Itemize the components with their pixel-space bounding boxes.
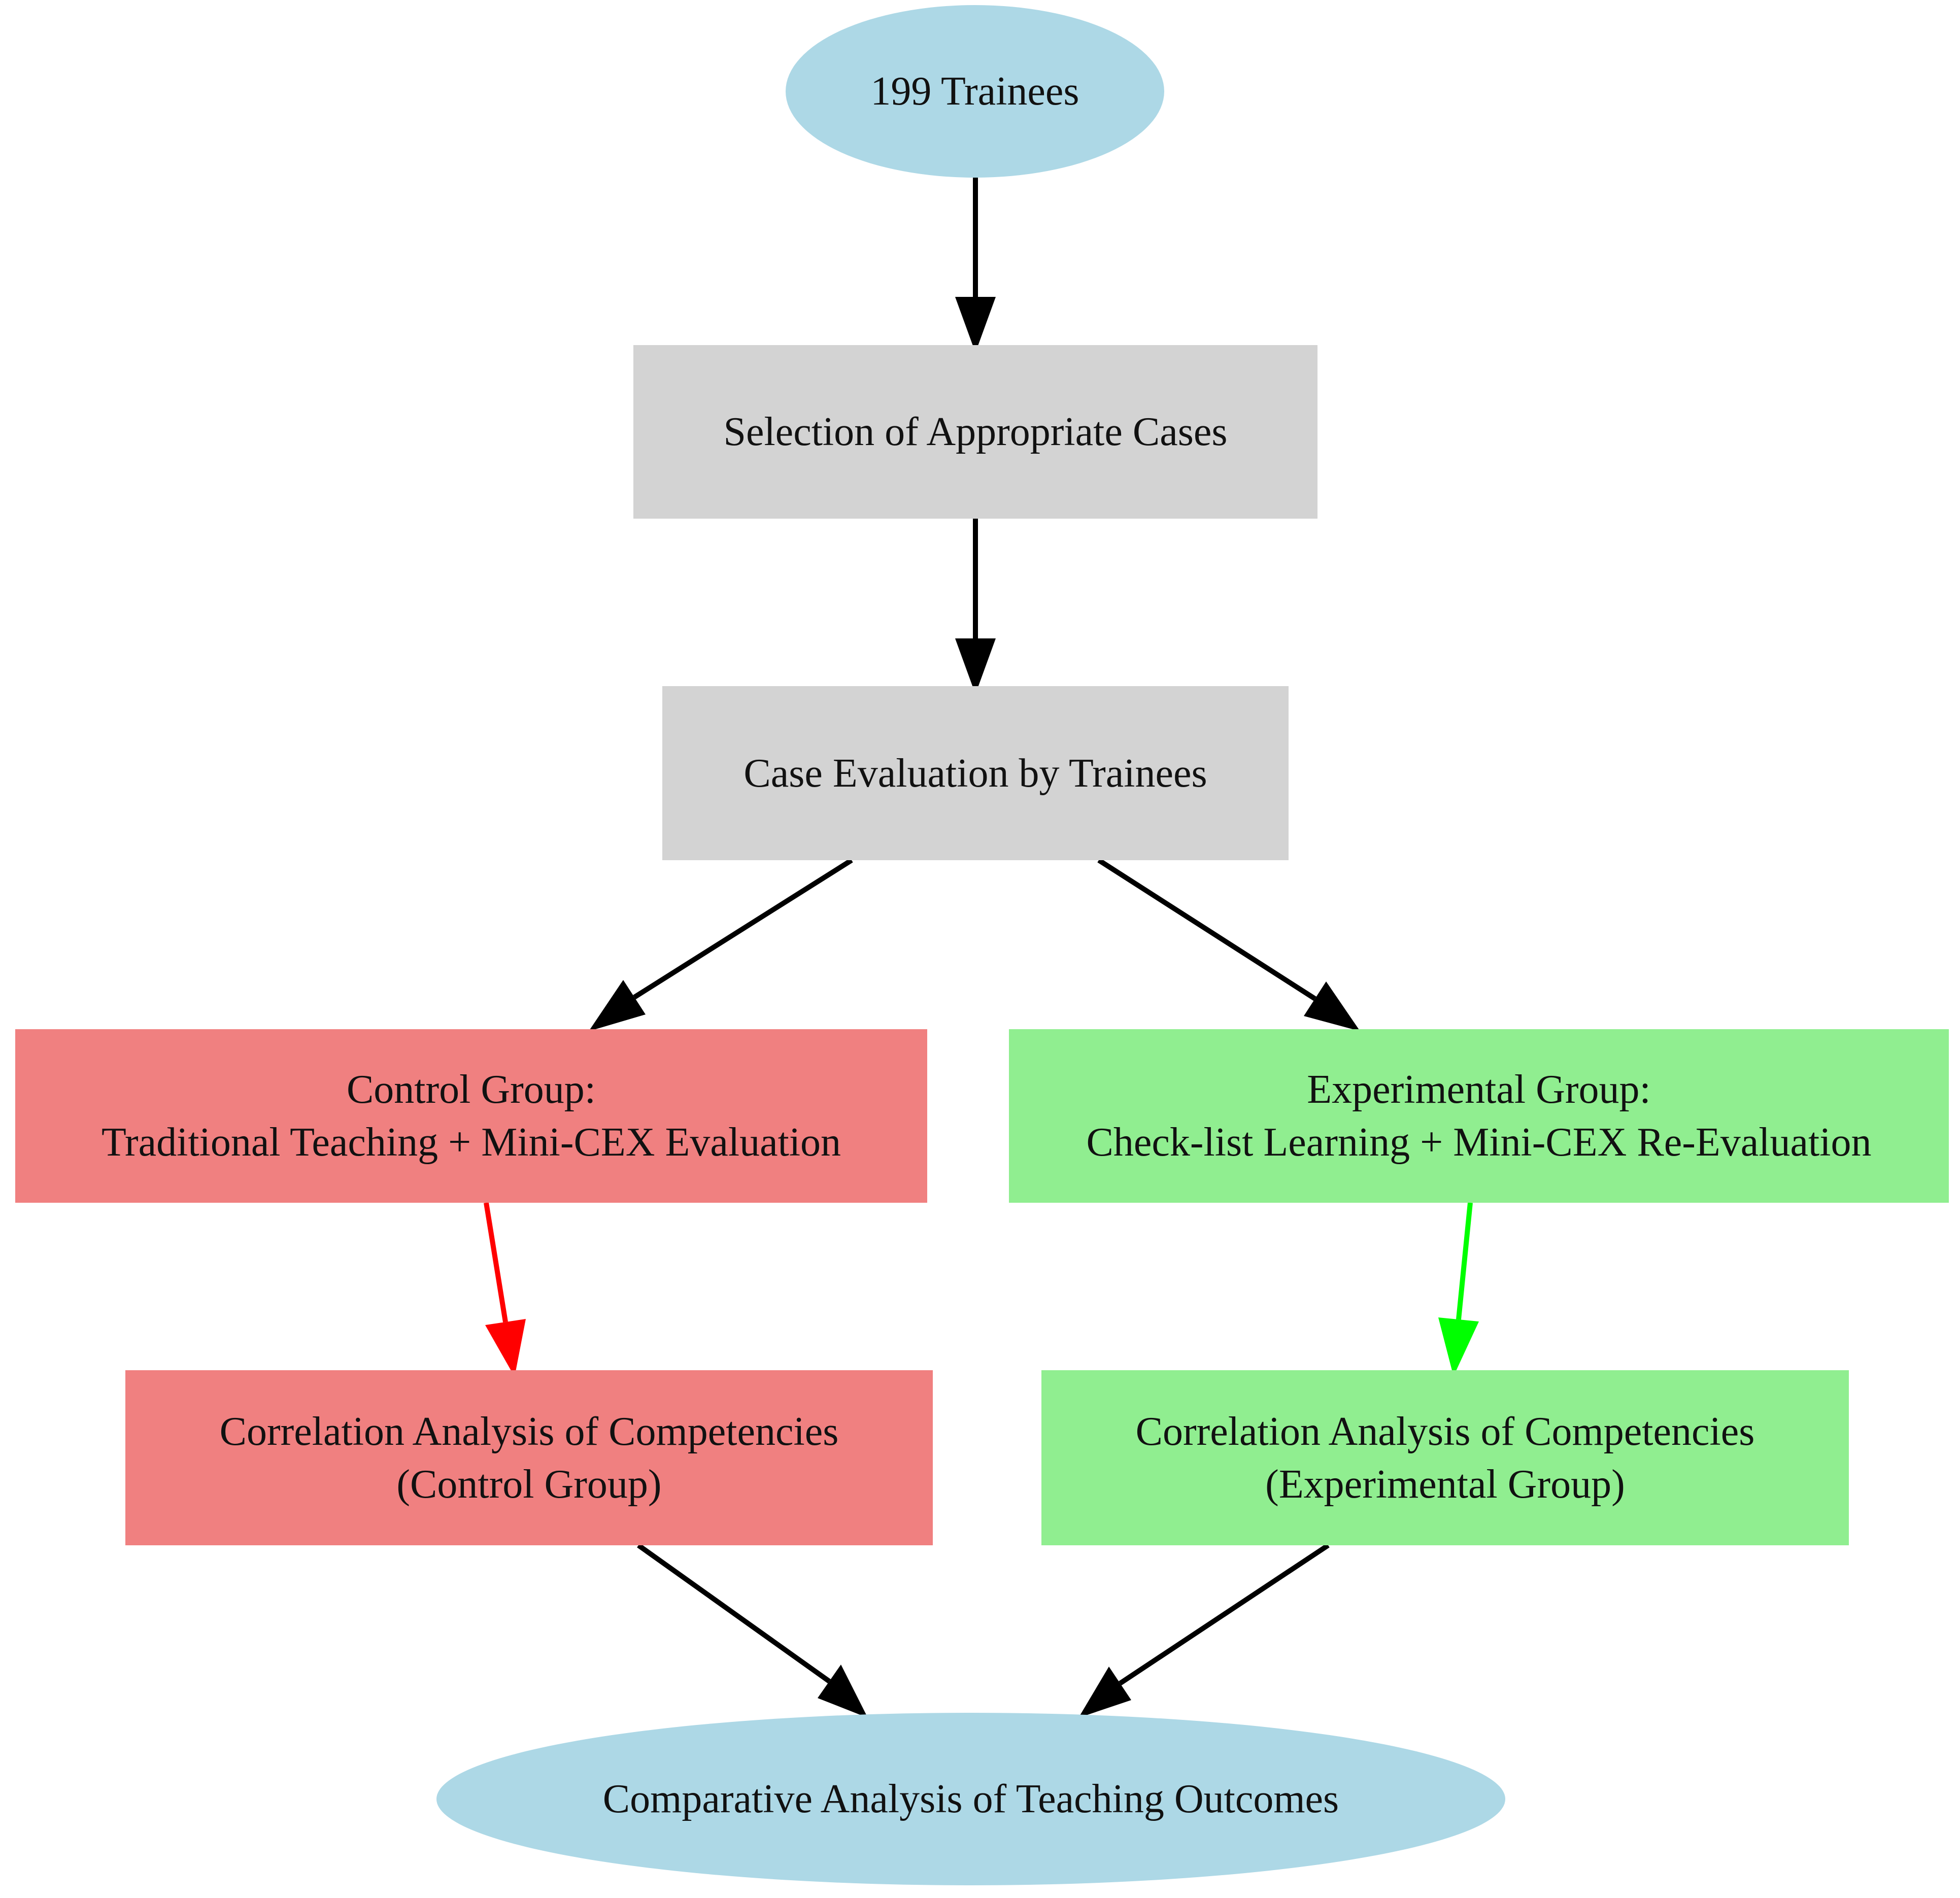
node-control-group-method: Traditional Teaching + Mini-CEX Evaluati… — [101, 1120, 841, 1165]
node-case-evaluation: Case Evaluation by Trainees — [662, 686, 1289, 860]
node-experimental-correlation-group: (Experimental Group) — [1265, 1462, 1625, 1507]
edge-experimental-to-correlation — [1456, 1202, 1473, 1320]
arrowhead-evaluation-to-experimental — [1304, 981, 1360, 1031]
edge-evaluation-to-experimental — [1097, 858, 1316, 1001]
node-comparative-analysis: Comparative Analysis of Teaching Outcome… — [436, 1713, 1505, 1885]
edge-control-to-correlation — [484, 1202, 508, 1323]
edge-evaluation-to-control — [633, 858, 853, 1000]
node-control-correlation-title: Correlation Analysis of Competencies — [219, 1409, 839, 1454]
edge-experimental-correlation-to-comparative — [1119, 1543, 1330, 1686]
arrowhead-control-correlation-to-comparative — [818, 1665, 868, 1718]
node-trainees-label: 199 Trainees — [870, 69, 1079, 114]
node-selection: Selection of Appropriate Cases — [633, 345, 1317, 519]
arrowhead-evaluation-to-control — [589, 980, 646, 1031]
node-case-evaluation-label: Case Evaluation by Trainees — [744, 751, 1207, 796]
node-experimental-group-title: Experimental Group: — [1307, 1067, 1651, 1112]
arrowhead-trainees-to-selection — [955, 297, 996, 353]
node-experimental-correlation-title: Correlation Analysis of Competencies — [1135, 1409, 1755, 1454]
node-experimental-group: Experimental Group: Check-list Learning … — [1009, 1029, 1949, 1203]
node-control-group-title: Control Group: — [346, 1067, 596, 1112]
node-control-group: Control Group: Traditional Teaching + Mi… — [15, 1029, 927, 1203]
node-experimental-group-method: Check-list Learning + Mini-CEX Re-Evalua… — [1086, 1120, 1872, 1165]
arrowhead-experimental-correlation-to-comparative — [1078, 1667, 1131, 1718]
node-experimental-correlation: Correlation Analysis of Competencies (Ex… — [1041, 1370, 1849, 1545]
node-control-correlation-group: (Control Group) — [396, 1462, 662, 1507]
arrowhead-control-to-correlation — [485, 1319, 526, 1377]
arrowhead-selection-to-evaluation — [955, 638, 996, 694]
arrowhead-experimental-to-correlation — [1438, 1317, 1479, 1376]
node-selection-label: Selection of Appropriate Cases — [723, 410, 1228, 454]
edge-control-correlation-to-comparative — [637, 1543, 831, 1684]
node-comparative-analysis-label: Comparative Analysis of Teaching Outcome… — [602, 1777, 1339, 1821]
node-control-correlation: Correlation Analysis of Competencies (Co… — [125, 1370, 933, 1545]
node-trainees: 199 Trainees — [786, 5, 1164, 178]
